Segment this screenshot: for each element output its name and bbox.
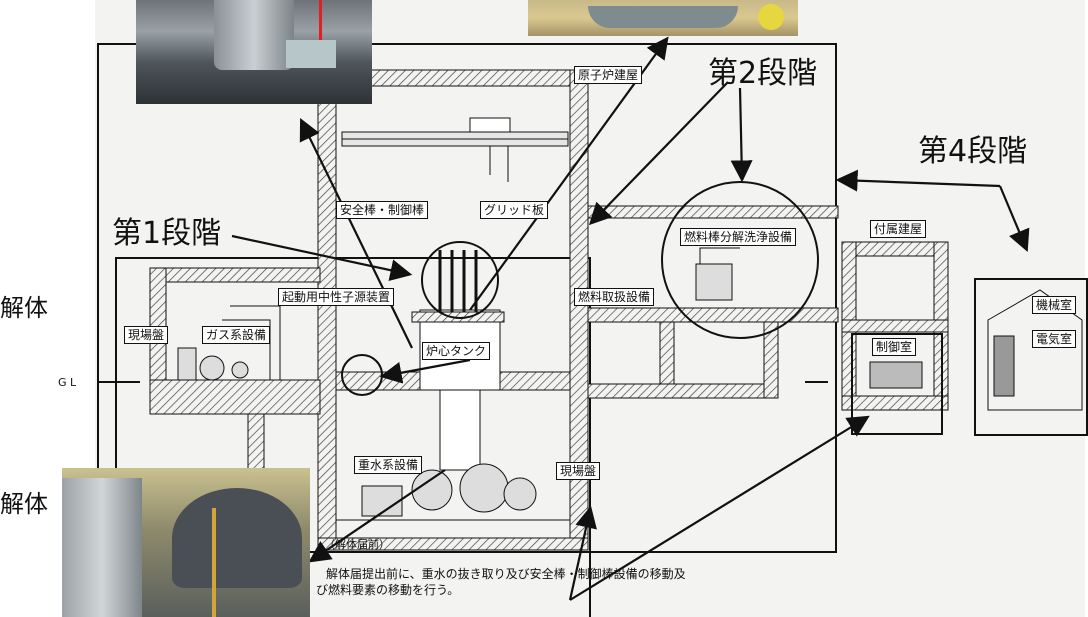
photo-top-left [136,0,372,104]
tag-machine-room: 機械室 [1032,296,1077,314]
dismantle-label-upper: 解体 [0,294,48,322]
caption-line-1: 解体届提出前に、重水の抜き取り及び安全棒・制御棒設備の移動及 [326,567,686,581]
gl-label: G L [58,376,77,389]
tag-grid-plate: グリッド板 [480,201,549,219]
stage-frame-outer [97,43,837,553]
tag-safety-rod: 安全棒・制御棒 [336,201,429,219]
tag-fuel-handling: 燃料取扱設備 [574,288,655,306]
photo-top-center [528,0,798,36]
dismantle-label-lower: 解体 [0,490,48,518]
tag-gas-system: ガス系設備 [202,326,271,344]
arrows [231,36,1030,601]
control-room-frame [851,333,943,435]
tag-site-panel-right: 現場盤 [556,462,601,480]
tag-control-room: 制御室 [872,338,917,356]
tag-reactor-building: 原子炉建屋 [574,66,643,84]
heavy-water-equipment [336,463,570,521]
stage1-label: 第1段階 [112,216,222,251]
tag-fuel-rod-facility: 燃料棒分解洗浄設備 [680,228,797,246]
gas-system-equipment [177,305,281,381]
annex-building [841,241,949,435]
diagram-state-label: （解体届前） [324,538,390,551]
stage2-label: 第2段階 [708,56,818,91]
tag-site-panel-left: 現場盤 [124,326,169,344]
tag-electrical-room: 電気室 [1032,330,1077,348]
tag-core-tank: 炉心タンク [422,342,491,360]
photo-bottom-left [62,468,310,617]
stage4-label: 第4段階 [918,134,1028,169]
tag-heavy-water: 重水系設備 [354,456,423,474]
tag-startup-source: 起動用中性子源装置 [278,288,395,306]
right-structure [587,205,839,399]
crane [341,117,569,182]
stage1-frame [115,257,591,617]
caption-line-2: び燃料要素の移動を行う。 [316,583,460,597]
tag-annex-building: 付属建屋 [870,220,927,238]
